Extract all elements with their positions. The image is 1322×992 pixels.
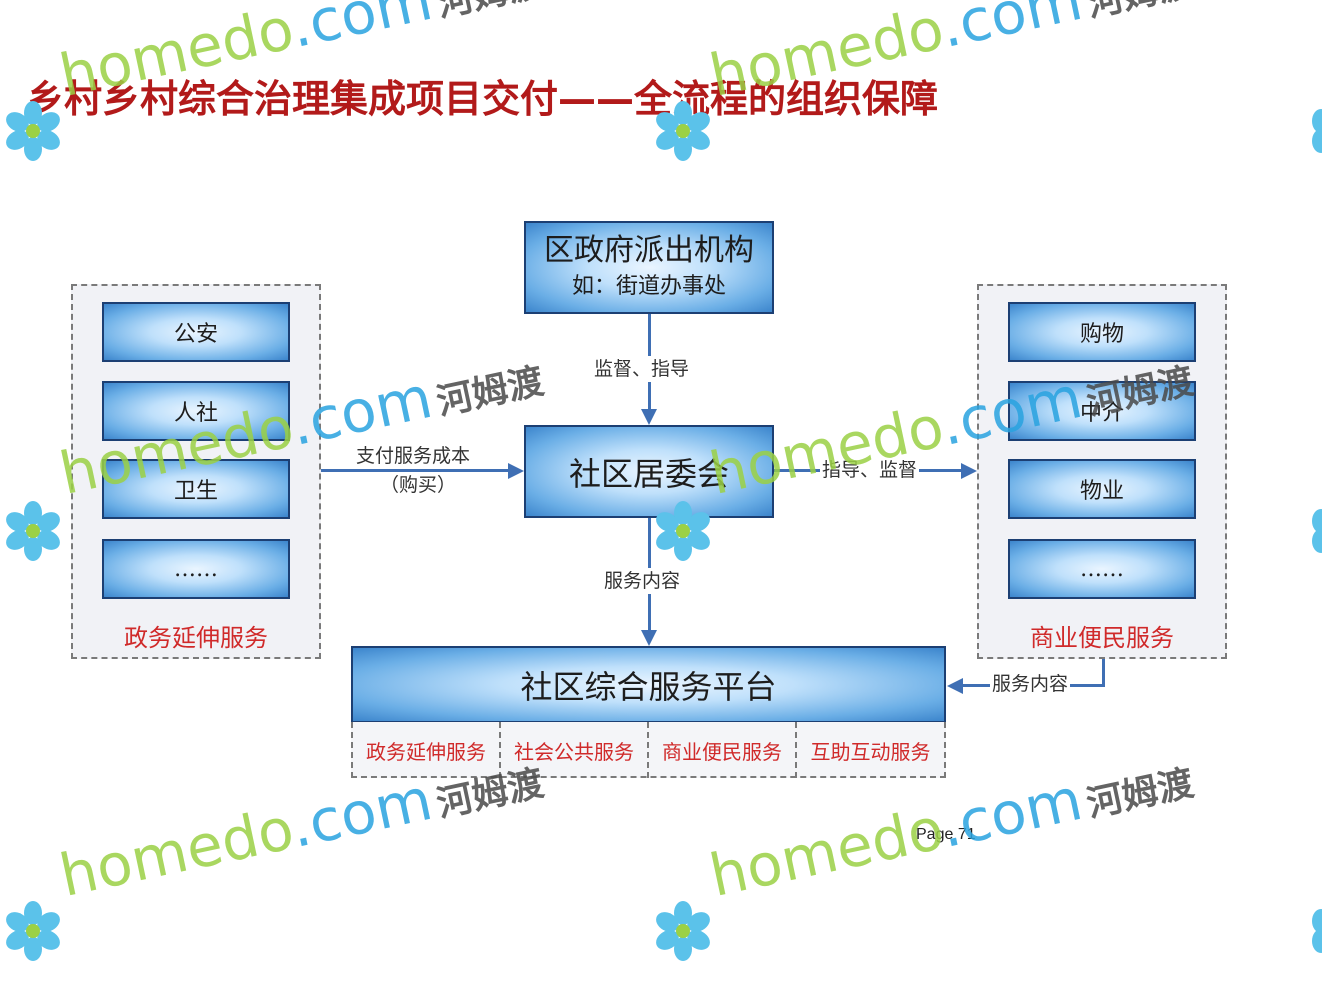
arrow-left-to-center xyxy=(508,463,524,479)
arrow-center-to-platform xyxy=(641,630,657,646)
platform-sub-mutual-aid: 互助互动服务 xyxy=(810,739,931,764)
flower-icon xyxy=(656,901,710,961)
platform-sub-government: 政务延伸服务 xyxy=(353,722,501,778)
left-item-social-security: 人社 xyxy=(102,381,290,441)
connector-left-to-center xyxy=(321,469,509,472)
label-center-to-right: 指导、监督 xyxy=(820,457,920,483)
label-center-to-platform: 服务内容 xyxy=(602,568,683,594)
flower-icon xyxy=(1312,109,1322,153)
flower-icon xyxy=(6,901,60,961)
page-number: Page 71 xyxy=(916,826,976,843)
flower-icon xyxy=(6,501,60,561)
service-platform-box: 社区综合服务平台 xyxy=(351,646,946,723)
left-item-health: 卫生 xyxy=(102,459,290,519)
page-title: 乡村乡村综合治理集成项目交付——全流程的组织保障 xyxy=(26,77,939,121)
platform-sub-public: 社会公共服务 xyxy=(501,722,649,778)
connector-right-down xyxy=(1102,659,1105,686)
residents-committee-box: 社区居委会 xyxy=(524,425,774,518)
right-item-property: 物业 xyxy=(1008,459,1196,519)
right-panel-label: 商业便民服务 xyxy=(1030,624,1174,652)
left-panel-label: 政务延伸服务 xyxy=(124,624,268,652)
district-government-title: 区政府派出机构 xyxy=(544,232,754,268)
left-item-police: 公安 xyxy=(102,302,290,362)
arrow-center-to-right xyxy=(961,463,977,479)
left-item-more: …… xyxy=(102,539,290,599)
label-top-to-center: 监督、指导 xyxy=(592,356,692,382)
label-right-to-platform: 服务内容 xyxy=(990,671,1071,697)
platform-sub-commercial: 商业便民服务 xyxy=(649,722,797,778)
label-left-to-center-1: 支付服务成本 xyxy=(354,443,473,469)
district-government-box: 区政府派出机构 如：街道办事处 xyxy=(524,221,774,314)
arrow-right-to-platform xyxy=(947,678,963,694)
arrow-top-to-center xyxy=(641,409,657,425)
flower-icon xyxy=(1312,509,1322,553)
label-left-to-center-2: （购买） xyxy=(380,474,457,496)
right-item-shopping: 购物 xyxy=(1008,302,1196,362)
right-item-agency: 中介 xyxy=(1008,381,1196,441)
flower-icon xyxy=(1312,909,1322,953)
right-item-more: …… xyxy=(1008,539,1196,599)
district-government-example: 如：街道办事处 xyxy=(571,273,726,299)
